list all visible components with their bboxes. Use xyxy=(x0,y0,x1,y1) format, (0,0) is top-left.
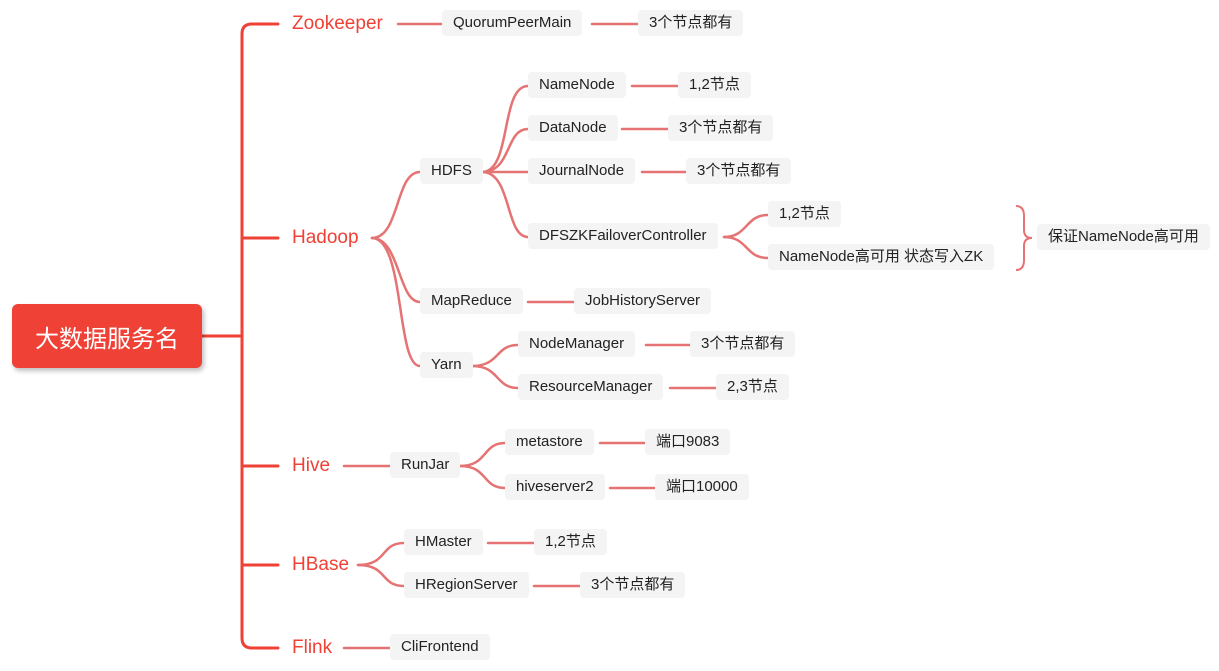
node-zkfc-summary[interactable]: 保证NameNode高可用 xyxy=(1037,224,1210,250)
node-metastore[interactable]: metastore xyxy=(505,429,594,455)
node-datanode[interactable]: DataNode xyxy=(528,115,618,141)
node-nodemanager[interactable]: NodeManager xyxy=(518,331,636,357)
node-quorumpeermain[interactable]: QuorumPeerMain xyxy=(442,10,583,36)
node-hiveserver2[interactable]: hiveserver2 xyxy=(505,474,605,500)
node-yarn[interactable]: Yarn xyxy=(420,352,473,378)
node-resourcemanager[interactable]: ResourceManager xyxy=(518,374,664,400)
node-hmaster-note[interactable]: 1,2节点 xyxy=(534,529,607,555)
branch-flink[interactable]: Flink xyxy=(292,637,333,658)
branch-zookeeper[interactable]: Zookeeper xyxy=(292,13,383,34)
node-journalnode-note[interactable]: 3个节点都有 xyxy=(686,158,792,184)
node-zkfc-note-1[interactable]: 1,2节点 xyxy=(768,201,841,227)
node-metastore-note[interactable]: 端口9083 xyxy=(645,429,731,455)
branch-hadoop[interactable]: Hadoop xyxy=(292,227,359,248)
node-namenode-note[interactable]: 1,2节点 xyxy=(678,72,751,98)
connector-trunk xyxy=(240,22,280,650)
node-clifrontend[interactable]: CliFrontend xyxy=(390,634,490,660)
node-journalnode[interactable]: JournalNode xyxy=(528,158,636,184)
node-zookeeper-note[interactable]: 3个节点都有 xyxy=(638,10,744,36)
node-namenode[interactable]: NameNode xyxy=(528,72,626,98)
branch-hive[interactable]: Hive xyxy=(292,455,331,476)
root-node[interactable]: 大数据服务名 xyxy=(12,304,202,368)
node-hmaster[interactable]: HMaster xyxy=(404,529,483,555)
node-nodemanager-note[interactable]: 3个节点都有 xyxy=(690,331,796,357)
node-resourcemanager-note[interactable]: 2,3节点 xyxy=(716,374,789,400)
branch-hbase[interactable]: HBase xyxy=(292,554,350,575)
node-jobhistoryserver[interactable]: JobHistoryServer xyxy=(574,288,712,314)
node-datanode-note[interactable]: 3个节点都有 xyxy=(668,115,774,141)
node-hregionserver-note[interactable]: 3个节点都有 xyxy=(580,572,686,598)
node-hdfs[interactable]: HDFS xyxy=(420,158,483,184)
node-mapreduce[interactable]: MapReduce xyxy=(420,288,523,314)
node-runjar[interactable]: RunJar xyxy=(390,452,461,478)
node-hiveserver2-note[interactable]: 端口10000 xyxy=(655,474,749,500)
node-zkfc-note-2[interactable]: NameNode高可用 状态写入ZK xyxy=(768,244,995,270)
node-dfszkfailovercontroller[interactable]: DFSZKFailoverController xyxy=(528,223,718,249)
summary-brace-icon xyxy=(1015,205,1033,271)
node-hregionserver[interactable]: HRegionServer xyxy=(404,572,529,598)
